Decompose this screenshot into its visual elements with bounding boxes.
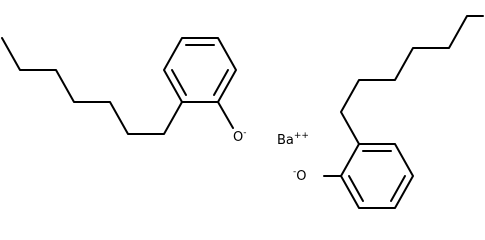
molecule-2	[323, 15, 484, 209]
oxygen-charge-2: -	[293, 167, 297, 177]
barium-charge: ++	[293, 131, 309, 141]
bond-drawing	[1, 15, 484, 209]
structure-diagram: O- Ba++ -O	[1, 15, 484, 209]
ring-2-double-bond	[390, 175, 406, 202]
ring-2-outline	[340, 143, 414, 209]
ring-1-outline	[163, 37, 237, 103]
benzene-ring-1	[163, 37, 237, 103]
barium-symbol: Ba	[277, 133, 294, 148]
oxygen-charge-1: -	[243, 128, 247, 138]
molecule-1	[1, 37, 237, 135]
barium-label: Ba++	[277, 131, 309, 148]
oxygen-label-1: O-	[233, 128, 247, 145]
c-o-bond-1	[217, 101, 234, 129]
ring-1-double-bond	[213, 69, 229, 96]
oxygen-symbol-2: O	[296, 169, 307, 184]
ring-2-double-bond	[348, 175, 364, 202]
benzene-ring-2	[340, 143, 414, 209]
oxygen-label-2: -O	[293, 167, 307, 184]
hexyl-chain-1	[1, 37, 183, 135]
hexyl-chain-2	[340, 15, 484, 145]
ring-1-double-bond	[171, 69, 187, 96]
oxygen-symbol-1: O	[233, 130, 244, 145]
